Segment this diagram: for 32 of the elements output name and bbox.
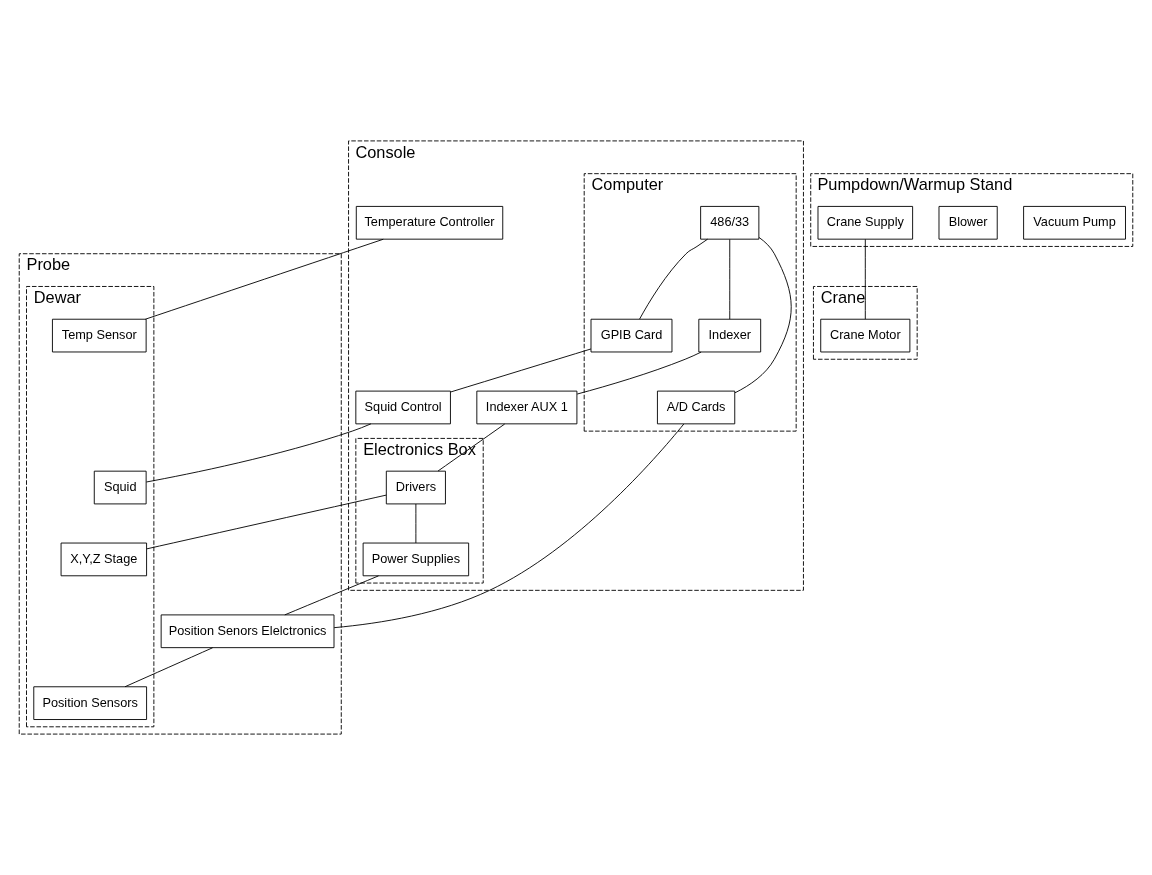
node-box: 486/33 [700, 205, 760, 240]
node-box: Drivers [385, 470, 446, 505]
connector [415, 503, 417, 544]
connector [639, 238, 709, 320]
node-box: A/D Cards [656, 390, 736, 425]
connector [145, 238, 384, 320]
connector [437, 423, 506, 472]
node-box: GPIB Card [590, 318, 673, 353]
connector [450, 348, 592, 393]
connector [734, 236, 792, 394]
node-box: Squid [93, 470, 147, 505]
connector [864, 238, 866, 320]
node-box: Crane Motor [820, 318, 911, 353]
node-box: Vacuum Pump [1023, 205, 1126, 240]
node-box: Temp Sensor [51, 318, 147, 353]
connector [284, 575, 379, 616]
node-box: Crane Supply [817, 205, 914, 240]
node-box: Blower [938, 205, 998, 240]
node-box: Position Senors Elelctronics [160, 614, 335, 649]
connector [576, 351, 702, 395]
connector [124, 647, 214, 688]
connector [729, 238, 731, 320]
connector [145, 423, 372, 483]
node-box: Temperature Controller [355, 205, 504, 240]
node-box: X,Y,Z Stage [60, 542, 148, 577]
node-box: Indexer [698, 318, 762, 353]
node-box: Indexer AUX 1 [476, 390, 578, 425]
node-box: Squid Control [355, 390, 451, 425]
connector [146, 494, 387, 550]
connector [333, 423, 685, 629]
node-box: Power Supplies [362, 542, 470, 577]
node-box: Position Sensors [33, 686, 148, 720]
